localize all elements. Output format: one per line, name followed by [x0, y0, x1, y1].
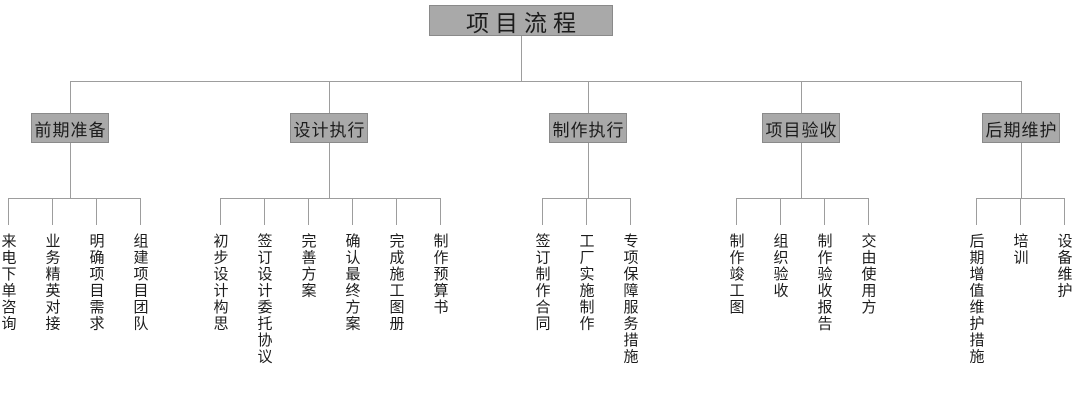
leaf-label: 设备维护 [1055, 233, 1074, 299]
leaf-drop-line [868, 198, 869, 225]
branch-drop-line [1021, 81, 1022, 113]
branch-stem-line [1021, 143, 1022, 198]
children-rail-line [8, 198, 141, 199]
leaf-drop-line [308, 198, 309, 225]
branch-node: 项目验收 [762, 113, 840, 143]
leaf-drop-line [736, 198, 737, 225]
leaf-drop-line [352, 198, 353, 225]
trunk-line [70, 81, 1022, 82]
branch-drop-line [588, 81, 589, 113]
leaf-drop-line [542, 198, 543, 225]
leaf-label: 制作验收报告 [815, 233, 834, 332]
leaf-label: 制作竣工图 [727, 233, 746, 316]
leaf-drop-line [220, 198, 221, 225]
leaf-label: 制作预算书 [431, 233, 450, 316]
leaf-label: 工厂实施制作 [577, 233, 596, 332]
leaf-label: 签订制作合同 [533, 233, 552, 332]
leaf-drop-line [824, 198, 825, 225]
children-rail-line [220, 198, 441, 199]
branch-stem-line [588, 143, 589, 198]
leaf-drop-line [52, 198, 53, 225]
leaf-drop-line [780, 198, 781, 225]
leaf-label: 交由使用方 [859, 233, 878, 316]
leaf-drop-line [630, 198, 631, 225]
leaf-drop-line [264, 198, 265, 225]
branch-drop-line [70, 81, 71, 113]
leaf-label: 签订设计委托协议 [255, 233, 274, 365]
branch-stem-line [70, 143, 71, 198]
leaf-label: 来电下单咨询 [0, 233, 18, 332]
leaf-label: 组织验收 [771, 233, 790, 299]
leaf-label: 确认最终方案 [343, 233, 362, 332]
leaf-drop-line [396, 198, 397, 225]
root-stem-line [521, 36, 522, 81]
leaf-drop-line [976, 198, 977, 225]
leaf-drop-line [1020, 198, 1021, 225]
root-node: 项目流程 [429, 5, 613, 37]
branch-stem-line [329, 143, 330, 198]
leaf-label: 完善方案 [299, 233, 318, 299]
leaf-label: 组建项目团队 [131, 233, 150, 332]
leaf-label: 专项保障服务措施 [621, 233, 640, 365]
branch-drop-line [801, 81, 802, 113]
leaf-drop-line [140, 198, 141, 225]
leaf-label: 完成施工图册 [387, 233, 406, 332]
branch-node: 前期准备 [31, 113, 109, 143]
branch-drop-line [329, 81, 330, 113]
children-rail-line [736, 198, 869, 199]
branch-node: 后期维护 [982, 113, 1060, 143]
leaf-drop-line [8, 198, 9, 225]
branch-node: 设计执行 [290, 113, 368, 143]
branch-stem-line [801, 143, 802, 198]
leaf-label: 后期增值维护措施 [967, 233, 986, 365]
leaf-label: 初步设计构思 [211, 233, 230, 332]
leaf-drop-line [96, 198, 97, 225]
leaf-label: 明确项目需求 [87, 233, 106, 332]
leaf-label: 业务精英对接 [43, 233, 62, 332]
branch-node: 制作执行 [549, 113, 627, 143]
leaf-drop-line [440, 198, 441, 225]
leaf-drop-line [586, 198, 587, 225]
leaf-label: 培训 [1011, 233, 1030, 266]
leaf-drop-line [1064, 198, 1065, 225]
